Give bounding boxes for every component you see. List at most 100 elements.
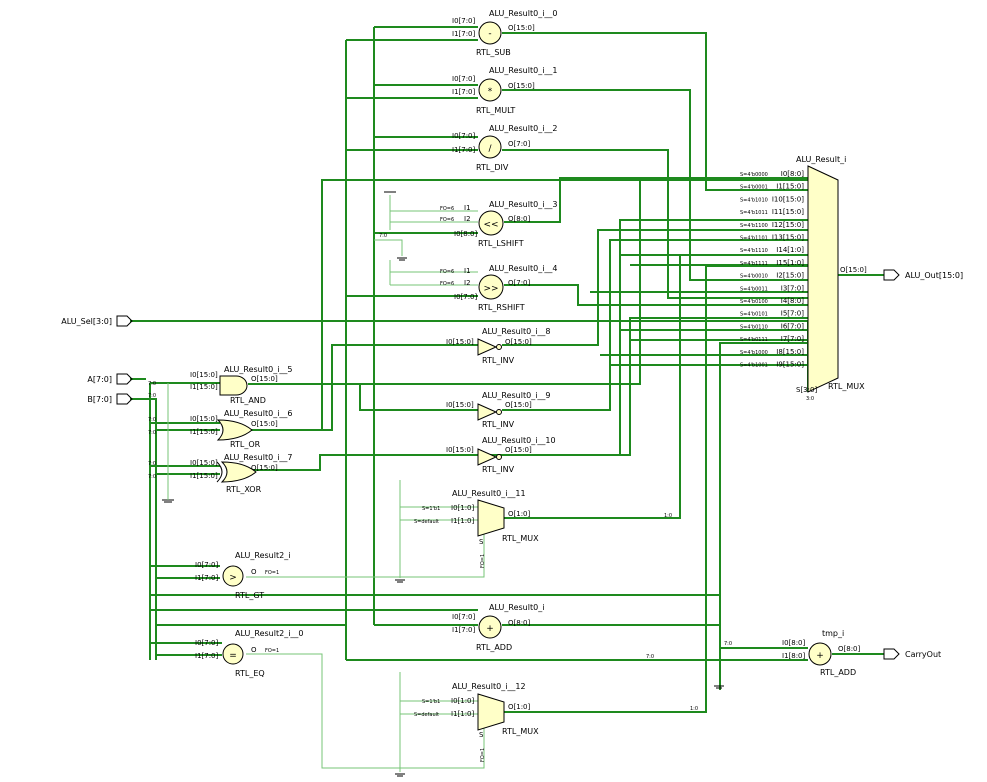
fanout-label: FO=1	[480, 554, 486, 568]
cell-mux12[interactable]: ALU_Result0_i__12 S=1'b1 S=default I0[1:…	[414, 682, 698, 762]
pin-label: I0[7:0]	[452, 132, 476, 140]
pin-label: O[8:0]	[838, 645, 861, 653]
pin-label: I0[8:0]	[782, 639, 806, 647]
input-port-b[interactable]: B[7:0]	[87, 393, 133, 405]
pin-label: I2	[464, 215, 471, 223]
wire-a-bus[interactable]	[130, 378, 222, 660]
case-label: S=1'b1	[422, 506, 440, 512]
cell-title: ALU_Result0_i__12	[452, 682, 526, 691]
wire-eq-out[interactable]	[246, 653, 485, 769]
wire-mux12-const[interactable]	[399, 672, 478, 772]
wire-or-out[interactable]	[250, 179, 640, 431]
cell-title: ALU_Result0_i__3	[489, 200, 558, 209]
cell-title: tmp_i	[822, 629, 844, 638]
mux-pin-label: I3[7:0]	[781, 284, 805, 292]
cell-type: RTL_INV	[482, 465, 515, 474]
wire-gt-out[interactable]	[246, 534, 485, 578]
cell-lshift[interactable]: << ALU_Result0_i__3 FO=6 FO=6 I1 I2 I0[8…	[379, 200, 558, 248]
wire-div-out[interactable]	[502, 149, 808, 299]
ground-icon	[397, 257, 407, 261]
port-label: B[7:0]	[87, 395, 112, 404]
cell-sub[interactable]: - ALU_Result0_i__0 I0[7:0] I1[7:0] O[15:…	[452, 9, 558, 57]
cell-mult[interactable]: * ALU_Result0_i__1 I0[7:0] I1[7:0] O[15:…	[452, 66, 558, 115]
mux-case-label: S=4'b1000	[740, 350, 768, 356]
mux-pin-label: I6[7:0]	[781, 322, 805, 330]
fanout-label: FO=6	[440, 217, 454, 223]
pin-label: S	[479, 538, 484, 546]
cell-eq[interactable]: = ALU_Result2_i__0 I0[7:0] I1[7:0] O FO=…	[195, 629, 304, 678]
cell-type: RTL_RSHIFT	[478, 303, 525, 312]
output-port-carry-out[interactable]: CarryOut	[883, 648, 941, 660]
wire-xor-out[interactable]	[252, 317, 808, 471]
mux-case-label: S=4'b0101	[740, 312, 768, 318]
cell-tmp-add[interactable]: + tmp_i I0[8:0] I1[8:0] 7:0 7:0 O[8:0] R…	[646, 629, 861, 677]
pin-label: O[15:0]	[505, 446, 532, 454]
ground-icon	[395, 579, 405, 583]
wire-sub-out[interactable]	[502, 32, 808, 191]
pin-label: I0[1:0]	[451, 697, 475, 705]
cell-gt[interactable]: > ALU_Result2_i I0[7:0] I1[7:0] O FO=1 R…	[195, 551, 290, 600]
thin-wires	[246, 195, 485, 772]
pin-label: I0[15:0]	[190, 415, 218, 423]
cell-inv8[interactable]: ALU_Result0_i__8 I0[15:0] O[15:0] RTL_IN…	[446, 327, 551, 365]
wires	[130, 26, 884, 713]
wire-mux11-out[interactable]	[504, 254, 808, 519]
wire-lshift-out[interactable]	[504, 177, 808, 223]
cell-rshift[interactable]: >> ALU_Result0_i__4 FO=6 FO=6 I1 I2 I0[7…	[440, 264, 558, 312]
cell-add[interactable]: + ALU_Result0_i I0[7:0] I1[7:0] O[8:0] R…	[452, 603, 544, 652]
rshift-op: >>	[483, 284, 498, 294]
cell-inv10[interactable]: ALU_Result0_i__10 I0[15:0] O[15:0] RTL_I…	[446, 436, 556, 474]
mux-case-label: S=4'b1111	[740, 261, 768, 267]
mux-case-label: S=4'b1011	[740, 210, 768, 216]
wire-lower-feeds[interactable]	[150, 594, 374, 626]
cell-alu-result-mux[interactable]: ALU_Result_i O[15:0] S[3:0] 3:0 RTL_MUX …	[740, 155, 867, 402]
wire-a-distribution[interactable]	[345, 39, 478, 660]
cell-title: ALU_Result0_i__7	[224, 453, 293, 462]
cell-inv9[interactable]: ALU_Result0_i__9 I0[15:0] O[15:0] RTL_IN…	[446, 391, 551, 429]
cell-type: RTL_ADD	[820, 668, 856, 677]
mux-case-label: S=4'b1001	[740, 363, 768, 369]
cell-and[interactable]: ALU_Result0_i__5 I0[15:0] I1[15:0] 7:0 7…	[148, 365, 293, 405]
port-label: ALU_Sel[3:0]	[61, 317, 112, 326]
cell-mux11[interactable]: ALU_Result0_i__11 S=1'b1 S=default I0[1:…	[414, 489, 672, 568]
cell-title: ALU_Result0_i__0	[489, 9, 558, 18]
wire-add-out[interactable]	[374, 342, 808, 626]
wire-gnd-lshift[interactable]	[374, 239, 403, 256]
ground-symbols	[162, 191, 724, 777]
bus-label: 7:0	[148, 461, 156, 467]
bus-label: 1:0	[690, 706, 698, 712]
wire-b-bus[interactable]	[130, 398, 222, 660]
mult-op: *	[488, 87, 493, 97]
ground-icon	[162, 383, 174, 503]
cell-title: ALU_Result2_i__0	[235, 629, 304, 638]
cell-or[interactable]: ALU_Result0_i__6 I0[15:0] I1[15:0] 7:0 7…	[148, 409, 293, 449]
cell-title: ALU_Result0_i	[489, 603, 544, 612]
wire-and-out[interactable]	[248, 180, 641, 411]
mux-pin-label: I10[15:0]	[772, 195, 804, 203]
cell-type: RTL_DIV	[476, 163, 509, 172]
sub-op: -	[488, 29, 491, 39]
pin-label: I0[7:0]	[454, 293, 478, 301]
wire-mux12-out[interactable]	[504, 265, 808, 713]
pin-label: I0[15:0]	[190, 371, 218, 379]
wire-lshift-fo[interactable]	[389, 195, 478, 230]
cell-title: ALU_Result0_i__9	[482, 391, 551, 400]
wire-rshift-fo[interactable]	[389, 260, 478, 286]
cell-title: ALU_Result_i	[796, 155, 846, 164]
input-port-a[interactable]: A[7:0]	[87, 373, 133, 385]
input-port-alu-sel[interactable]: ALU_Sel[3:0]	[61, 315, 133, 327]
wire-tmp-in[interactable]	[346, 647, 808, 661]
cell-title: ALU_Result0_i__10	[482, 436, 556, 445]
wire-mux11-const[interactable]	[399, 480, 478, 578]
output-port-alu-out[interactable]: ALU_Out[15:0]	[883, 269, 963, 281]
fanout-label: FO=1	[265, 570, 279, 576]
cell-div[interactable]: / ALU_Result0_i__2 I0[7:0] I1[7:0] O[7:0…	[452, 124, 558, 172]
wire-rshift-out[interactable]	[504, 284, 808, 306]
wire-mult-out[interactable]	[502, 89, 808, 281]
mux-pin-label: I2[15:0]	[776, 272, 804, 280]
wire-b-distribution[interactable]	[373, 26, 478, 626]
pin-label: O[7:0]	[508, 279, 531, 287]
cell-title: ALU_Result2_i	[235, 551, 290, 560]
ground-icon	[395, 773, 405, 777]
cell-xor[interactable]: ALU_Result0_i__7 I0[15:0] I1[15:0] 7:0 7…	[148, 453, 293, 494]
